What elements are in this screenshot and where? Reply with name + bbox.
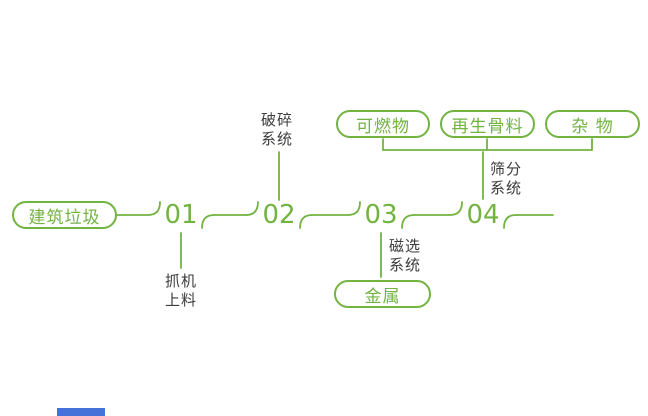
partial-blue-element: [57, 408, 105, 416]
step-number-01: 01: [164, 200, 198, 230]
step-label-grab-feeding: 抓机 上料: [165, 272, 198, 309]
output-node-recycled-aggregate: 再生骨料: [440, 110, 535, 138]
step-label-crushing-system: 破碎 系统: [261, 111, 294, 148]
step-number-04: 04: [466, 200, 500, 230]
source-node-construction-waste: 建筑垃圾: [12, 201, 117, 229]
output-node-miscellaneous: 杂 物: [545, 110, 640, 138]
output-node-metal: 金属: [334, 280, 431, 308]
step-number-03: 03: [364, 200, 398, 230]
output-node-combustibles: 可燃物: [336, 110, 430, 138]
step-number-02: 02: [262, 200, 296, 230]
step-label-magnetic-separation-system: 磁选 系统: [389, 237, 422, 274]
step-label-screening-system: 筛分 系统: [490, 160, 523, 197]
